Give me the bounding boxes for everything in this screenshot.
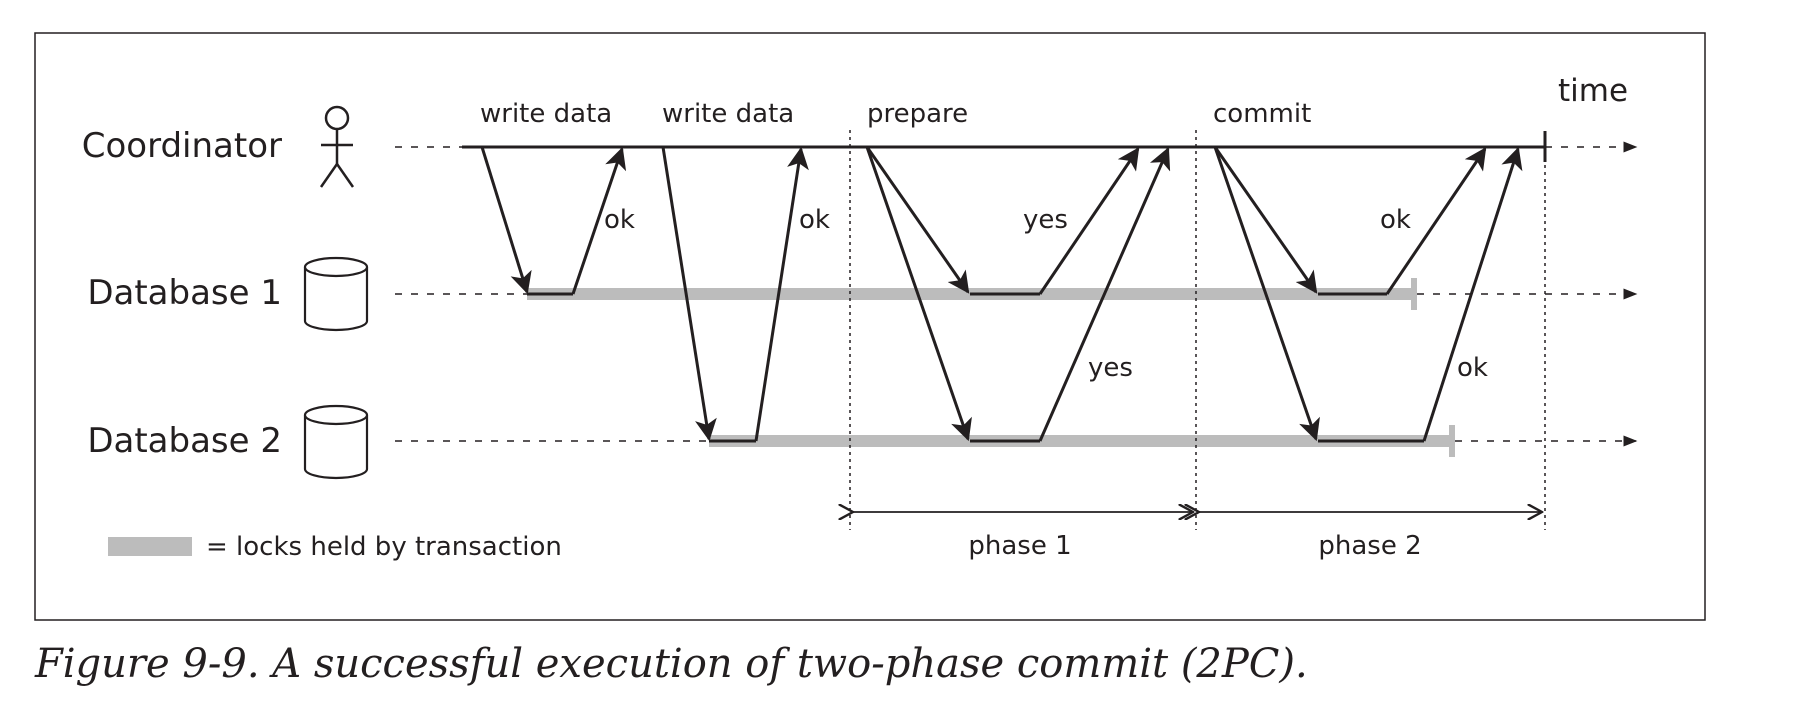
- timelines: [395, 131, 1638, 447]
- message-arrows: [480, 146, 1523, 442]
- write-data-1-label: write data: [480, 99, 612, 129]
- db2-lock-end: [1449, 425, 1455, 457]
- write-data-2-arrow: [661, 146, 717, 442]
- write-data-2-label: write data: [662, 99, 794, 129]
- processing-segments: [527, 292, 1424, 443]
- db1-lock-end: [1411, 278, 1417, 310]
- write-data-1-arrow: [480, 146, 532, 295]
- ok-db2-commit-arrow: [1422, 146, 1523, 442]
- yes-db1-arrow: [1038, 147, 1140, 295]
- figure-caption: Figure 9-9. A successful execution of tw…: [34, 641, 1308, 687]
- database1-label: Database 1: [87, 273, 282, 313]
- database2-cylinder-icon: [303, 404, 369, 480]
- yes-db2-arrow: [1038, 146, 1171, 442]
- legend-lock-swatch: [108, 537, 192, 556]
- coordinator-label: Coordinator: [82, 126, 282, 166]
- commit-label: commit: [1213, 99, 1311, 129]
- ok-db1-commit-arrow: [1385, 147, 1487, 295]
- database2-label: Database 2: [87, 421, 282, 461]
- legend-lock-label: = locks held by transaction: [206, 532, 562, 562]
- database1-cylinder-icon: [303, 256, 369, 332]
- time-label: time: [1558, 73, 1628, 109]
- phase-separators: [849, 130, 1546, 530]
- phase2-label: phase 2: [1318, 531, 1421, 561]
- ok-db1-write-arrow: [571, 146, 627, 295]
- ok-db2-write-arrow: [754, 146, 809, 442]
- coordinator-person-icon: [319, 105, 355, 188]
- prepare-db2-arrow: [865, 146, 972, 442]
- yes-db2-label: yes: [1088, 353, 1133, 383]
- prepare-db1-arrow: [865, 146, 970, 294]
- phase1-label: phase 1: [968, 531, 1071, 561]
- ok-db2-commit-label: ok: [1457, 353, 1488, 383]
- yes-db1-label: yes: [1023, 205, 1068, 235]
- ok-db2-write-label: ok: [799, 205, 830, 235]
- ok-db1-write-label: ok: [604, 205, 635, 235]
- ok-db1-commit-label: ok: [1380, 205, 1411, 235]
- lock-bars: [527, 278, 1455, 457]
- diagram-frame: [34, 32, 1706, 621]
- commit-db1-arrow: [1213, 146, 1318, 294]
- prepare-label: prepare: [867, 99, 968, 129]
- db2-lock-bar: [709, 435, 1453, 447]
- commit-db2-arrow: [1213, 146, 1320, 442]
